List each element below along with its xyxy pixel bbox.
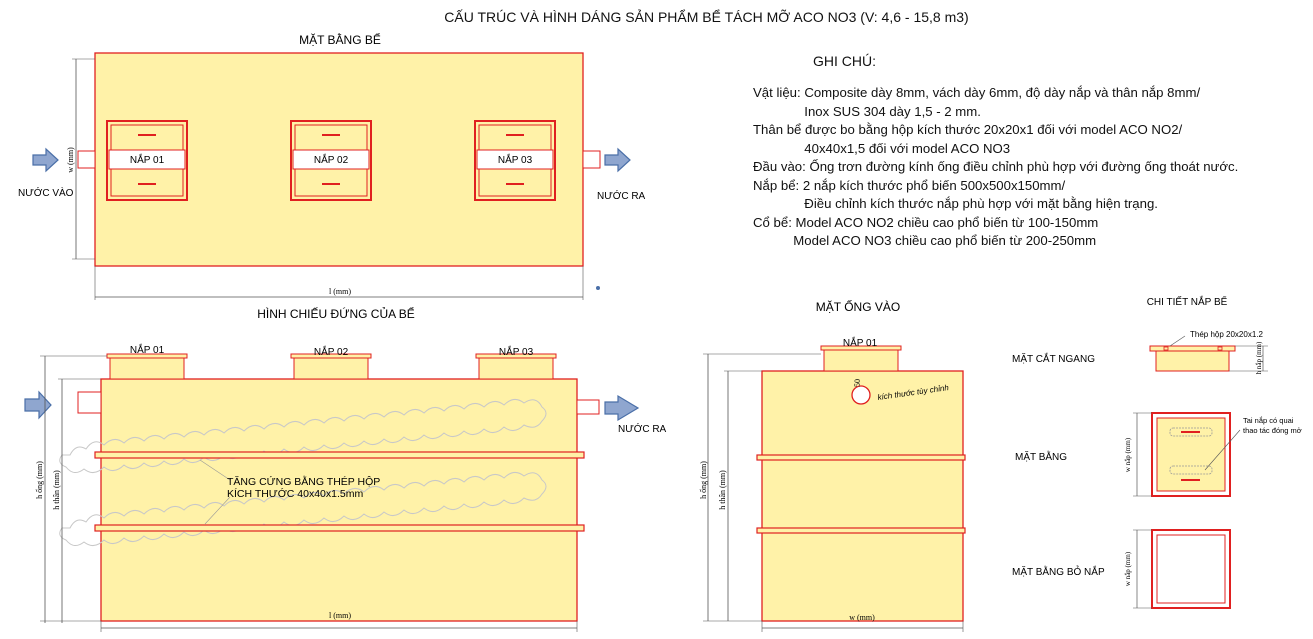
elevation-lid-2 — [293, 357, 369, 380]
elevation-outlet-label: NƯỚC RA — [618, 422, 667, 435]
inlet-dim-h-body: h thân (mm) — [718, 470, 727, 510]
plan-lid-1: NẮP 01 — [106, 120, 188, 201]
note-line: 40x40x1,5 đối với model ACO NO3 — [753, 140, 1011, 156]
elevation-view: HÌNH CHIẾU ĐỨNG CỦA BỂ NẮP 01 NẮP 02 NẮP… — [24, 306, 667, 632]
plan-lid-2: NẮP 02 — [290, 120, 372, 201]
note-line: Nắp bể: 2 nắp kích thước phổ biến 500x50… — [753, 177, 1066, 193]
lid-detail: CHI TIẾT NẮP BỂ MẶT CẮT NGANG Thép hộp 2… — [1012, 295, 1302, 609]
lid-frame-inner — [1156, 534, 1226, 604]
plan-view: MẶT BẰNG BỂ w (mm) l (mm) NƯỚC VÀO NƯỚC … — [18, 32, 646, 300]
lid-section-dim: h nắp (mm) — [1255, 341, 1263, 374]
note-line: Đầu vào: Ống trơn đường kính ống điều ch… — [753, 159, 1239, 174]
lid-frame-outer — [1151, 529, 1231, 609]
inlet-band-1 — [756, 454, 966, 461]
plan-outlet-label: NƯỚC RA — [597, 189, 646, 202]
elevation-inlet-arrow-icon — [24, 390, 52, 420]
reinforcement-cloud-1 — [59, 399, 547, 473]
plan-dim-width: w (mm) — [66, 147, 75, 173]
lid-section-body — [1155, 350, 1230, 372]
elevation-dim-h-pipe: h ống (mm) — [35, 461, 44, 499]
elevation-dim-length: l (mm) — [329, 611, 351, 620]
note-line: Thân bể được bo bằng hộp kích thước 20x2… — [753, 122, 1183, 137]
stray-dot — [596, 286, 600, 290]
plan-lid-1-label: NẮP 01 — [130, 153, 165, 166]
plan-dim-length: l (mm) — [329, 287, 351, 296]
lid-plan-dim: w nắp (mm) — [1124, 437, 1132, 472]
notes-block: Vật liệu: Composite dày 8mm, vách dày 6m… — [753, 84, 1238, 251]
lid-frame-label: MẶT BẰNG BỎ NẮP — [1012, 565, 1105, 578]
elevation-lid-1 — [109, 357, 185, 380]
inlet-view: MẶT ỐNG VÀO NẮP 01 50 kích thước tùy chỉ… — [699, 299, 966, 632]
plan-outlet-arrow-icon — [604, 147, 631, 173]
elevation-outlet-arrow-icon — [604, 394, 640, 422]
elevation-inlet-pipe — [77, 391, 102, 414]
inlet-dim-width: w (mm) — [849, 613, 875, 622]
lid-plan-inner — [1156, 417, 1226, 492]
note-line: Inox SUS 304 dày 1,5 - 2 mm. — [753, 103, 981, 119]
elevation-lid-1-label: NẮP 01 — [130, 343, 165, 356]
lid-detail-title: CHI TIẾT NẮP BỂ — [1147, 295, 1228, 308]
notes-heading: GHI CHÚ: — [813, 53, 876, 69]
elevation-dim-h-body: h thân (mm) — [52, 470, 61, 510]
plan-inlet-arrow-icon — [32, 147, 59, 173]
page-title: CẤU TRÚC VÀ HÌNH DÁNG SẢN PHẨM BỂ TÁCH M… — [444, 9, 969, 25]
lid-plan-outer — [1151, 412, 1231, 497]
elevation-view-title: HÌNH CHIẾU ĐỨNG CỦA BỂ — [257, 306, 415, 321]
note-line: Model ACO NO3 chiều cao phổ biến từ 200-… — [753, 233, 1097, 248]
inlet-lid — [823, 349, 899, 372]
lid-frame-dim: w nắp (mm) — [1124, 551, 1132, 586]
elevation-outlet-pipe — [576, 399, 600, 415]
elevation-lid-3-label: NẮP 03 — [499, 345, 534, 358]
inlet-lid-label: NẮP 01 — [843, 336, 878, 349]
note-line: Điều chỉnh kích thước nắp phù hợp với mặ… — [753, 196, 1158, 211]
plan-lid-2-label: NẮP 02 — [314, 153, 349, 166]
lid-section-label: MẶT CẮT NGANG — [1012, 352, 1095, 365]
plan-inlet-pipe — [77, 150, 96, 169]
lid-handle-2 — [1169, 465, 1213, 475]
plan-lid-3: NẮP 03 — [474, 120, 556, 201]
plan-outlet-pipe — [582, 150, 601, 169]
reinforcement-band-1 — [94, 451, 585, 459]
reinforcement-label-line1: TĂNG CỨNG BẰNG THÉP HỘP — [227, 475, 380, 488]
reinforcement-band-2 — [94, 524, 585, 532]
note-line: Vật liệu: Composite dày 8mm, vách dày 6m… — [753, 85, 1201, 100]
elevation-tank-body — [100, 378, 578, 622]
lid-section-note: Thép hộp 20x20x1.2 — [1190, 330, 1263, 339]
inlet-pipe-size: 50 — [853, 379, 862, 387]
plan-view-title: MẶT BẰNG BỂ — [299, 32, 381, 47]
reinforcement-label-line2: KÍCH THƯỚC 40x40x1.5mm — [227, 487, 363, 500]
lid-handle-1 — [1169, 427, 1213, 437]
elevation-lid-3 — [478, 357, 554, 380]
inlet-tank-body — [761, 370, 964, 622]
inlet-view-title: MẶT ỐNG VÀO — [816, 299, 900, 314]
elevation-lid-2-label: NẮP 02 — [314, 345, 349, 358]
note-line: Cổ bể: Model ACO NO2 chiều cao phổ biến … — [753, 214, 1099, 230]
inlet-pipe-circle — [851, 385, 871, 405]
inlet-band-2 — [756, 527, 966, 534]
reinforcement-cloud-2 — [59, 472, 547, 546]
lid-plan-note-line1: Tai nắp có quai — [1243, 416, 1294, 425]
inlet-dim-h-pipe: h ống (mm) — [699, 461, 708, 499]
plan-lid-3-label: NẮP 03 — [498, 153, 533, 166]
lid-plan-label: MẶT BẰNG — [1015, 450, 1067, 463]
lid-plan-note-line2: thao tác đóng mở — [1243, 426, 1302, 435]
plan-inlet-label: NƯỚC VÀO — [18, 186, 74, 199]
